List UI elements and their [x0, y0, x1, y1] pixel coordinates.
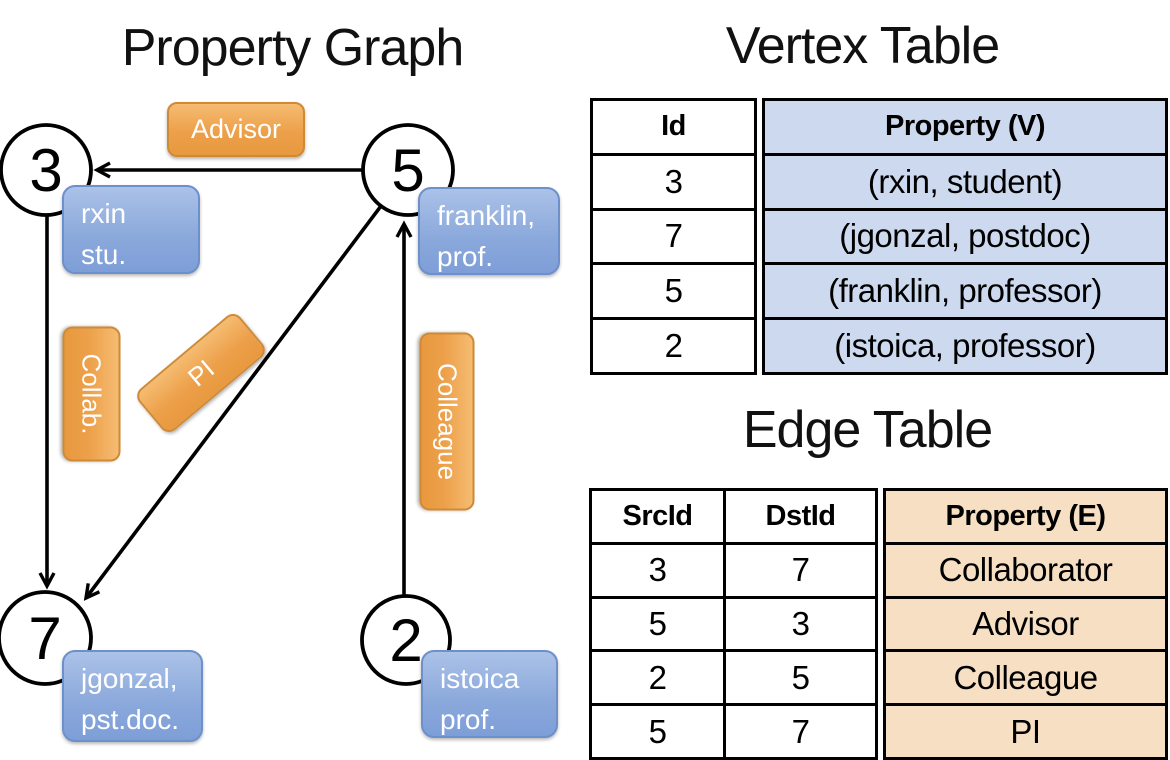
- edge-5-to-7: [83, 204, 383, 601]
- table-row: 7: [593, 207, 754, 263]
- edge-src-dst-columns: SrcId DstId 3 7 5 3 2 5 5 7: [589, 488, 878, 760]
- table-row: (istoica, professor): [765, 317, 1165, 372]
- node-id-3: 3: [29, 137, 63, 204]
- table-header-row: Id: [593, 101, 754, 153]
- table-row: 3: [593, 152, 754, 208]
- vertex-id-cell: 2: [664, 327, 683, 365]
- table-row: (rxin, student): [765, 152, 1165, 208]
- table-header-row: Property (E): [886, 491, 1165, 542]
- edge-src-cell: 5: [592, 598, 726, 650]
- table-row: 5 3: [592, 595, 875, 650]
- edge-src-cell: 5: [592, 706, 726, 757]
- vertex-label-istoica: istoica prof.: [421, 650, 558, 738]
- vertex-id-cell: 7: [664, 217, 683, 255]
- vertex-label-line: stu.: [81, 238, 127, 270]
- vertex-label-line: prof.: [437, 240, 494, 272]
- node-id-2: 2: [389, 607, 423, 674]
- edge-table-title: Edge Table: [742, 401, 993, 459]
- table-row: 5: [593, 262, 754, 317]
- table-row: 3 7: [592, 541, 875, 596]
- vertex-id-cell: 5: [664, 272, 683, 310]
- vertex-property-cell: (istoica, professor): [834, 327, 1096, 365]
- vertex-property-column: Property (V) (rxin, student) (jgonzal, p…: [762, 98, 1168, 375]
- edge-dst-cell: 7: [791, 712, 810, 750]
- vertex-id-cell: 3: [664, 162, 683, 200]
- property-graph-title: Property Graph: [121, 19, 465, 77]
- vertex-id-column: Id 3 7 5 2: [590, 98, 757, 375]
- edge-dst-header: DstId: [765, 499, 837, 532]
- edge-src-cell: 2: [592, 652, 726, 704]
- vertex-label-rxin: rxin stu.: [62, 185, 200, 274]
- table-row: Advisor: [886, 595, 1165, 650]
- table-row: PI: [886, 703, 1165, 757]
- vertex-id-header: Id: [661, 110, 686, 143]
- edge-property-cell: PI: [1010, 712, 1041, 750]
- table-row: 5 7: [592, 703, 875, 757]
- vertex-label-line: rxin: [81, 198, 127, 229]
- edge-label-collab: Collab.: [62, 326, 121, 462]
- edge-src-header: SrcId: [592, 491, 726, 542]
- edge-property-column: Property (E) Collaborator Advisor Collea…: [883, 488, 1168, 760]
- table-row: Collaborator: [886, 541, 1165, 596]
- edge-property-header: Property (E): [945, 499, 1106, 532]
- edge-property-cell: Colleague: [953, 658, 1098, 696]
- edge-dst-cell: 3: [791, 604, 810, 642]
- vertex-label-line: jgonzal,: [81, 663, 178, 694]
- graph-edges-svg: [0, 123, 455, 686]
- vertex-label-line: franklin,: [437, 200, 536, 231]
- table-row: (jgonzal, postdoc): [765, 207, 1165, 263]
- vertex-table: Id 3 7 5 2 Property (V) (rxin, student): [590, 98, 1168, 375]
- table-row: 2: [593, 317, 754, 372]
- node-id-7: 7: [28, 605, 62, 672]
- vertex-table-title: Vertex Table: [725, 17, 1000, 75]
- edge-table: SrcId DstId 3 7 5 3 2 5 5 7 Property (E): [589, 488, 1168, 760]
- edge-property-cell: Collaborator: [938, 551, 1113, 589]
- vertex-property-header: Property (V): [885, 110, 1045, 143]
- edge-src-cell: 3: [592, 544, 726, 596]
- edge-label-colleague: Colleague: [419, 332, 475, 511]
- vertex-property-cell: (rxin, student): [867, 162, 1063, 200]
- vertex-label-franklin: franklin, prof.: [418, 187, 560, 275]
- vertex-property-cell: (jgonzal, postdoc): [839, 217, 1091, 255]
- vertex-property-cell: (franklin, professor): [828, 272, 1102, 310]
- vertex-label-line: prof.: [440, 703, 497, 735]
- edge-dst-cell: 5: [791, 658, 810, 696]
- vertex-label-line: pst.doc.: [81, 703, 180, 735]
- edge-property-cell: Advisor: [972, 604, 1079, 642]
- edge-label-advisor: Advisor: [167, 102, 305, 157]
- table-row: (franklin, professor): [765, 262, 1165, 317]
- table-row: 2 5: [592, 649, 875, 704]
- vertex-label-line: istoica: [440, 663, 520, 694]
- vertex-label-jgonzal: jgonzal, pst.doc.: [62, 650, 203, 742]
- table-row: Colleague: [886, 649, 1165, 703]
- node-id-5: 5: [391, 137, 425, 204]
- table-header-row: SrcId DstId: [592, 491, 875, 542]
- table-header-row: Property (V): [765, 101, 1165, 153]
- edge-dst-cell: 7: [791, 551, 810, 589]
